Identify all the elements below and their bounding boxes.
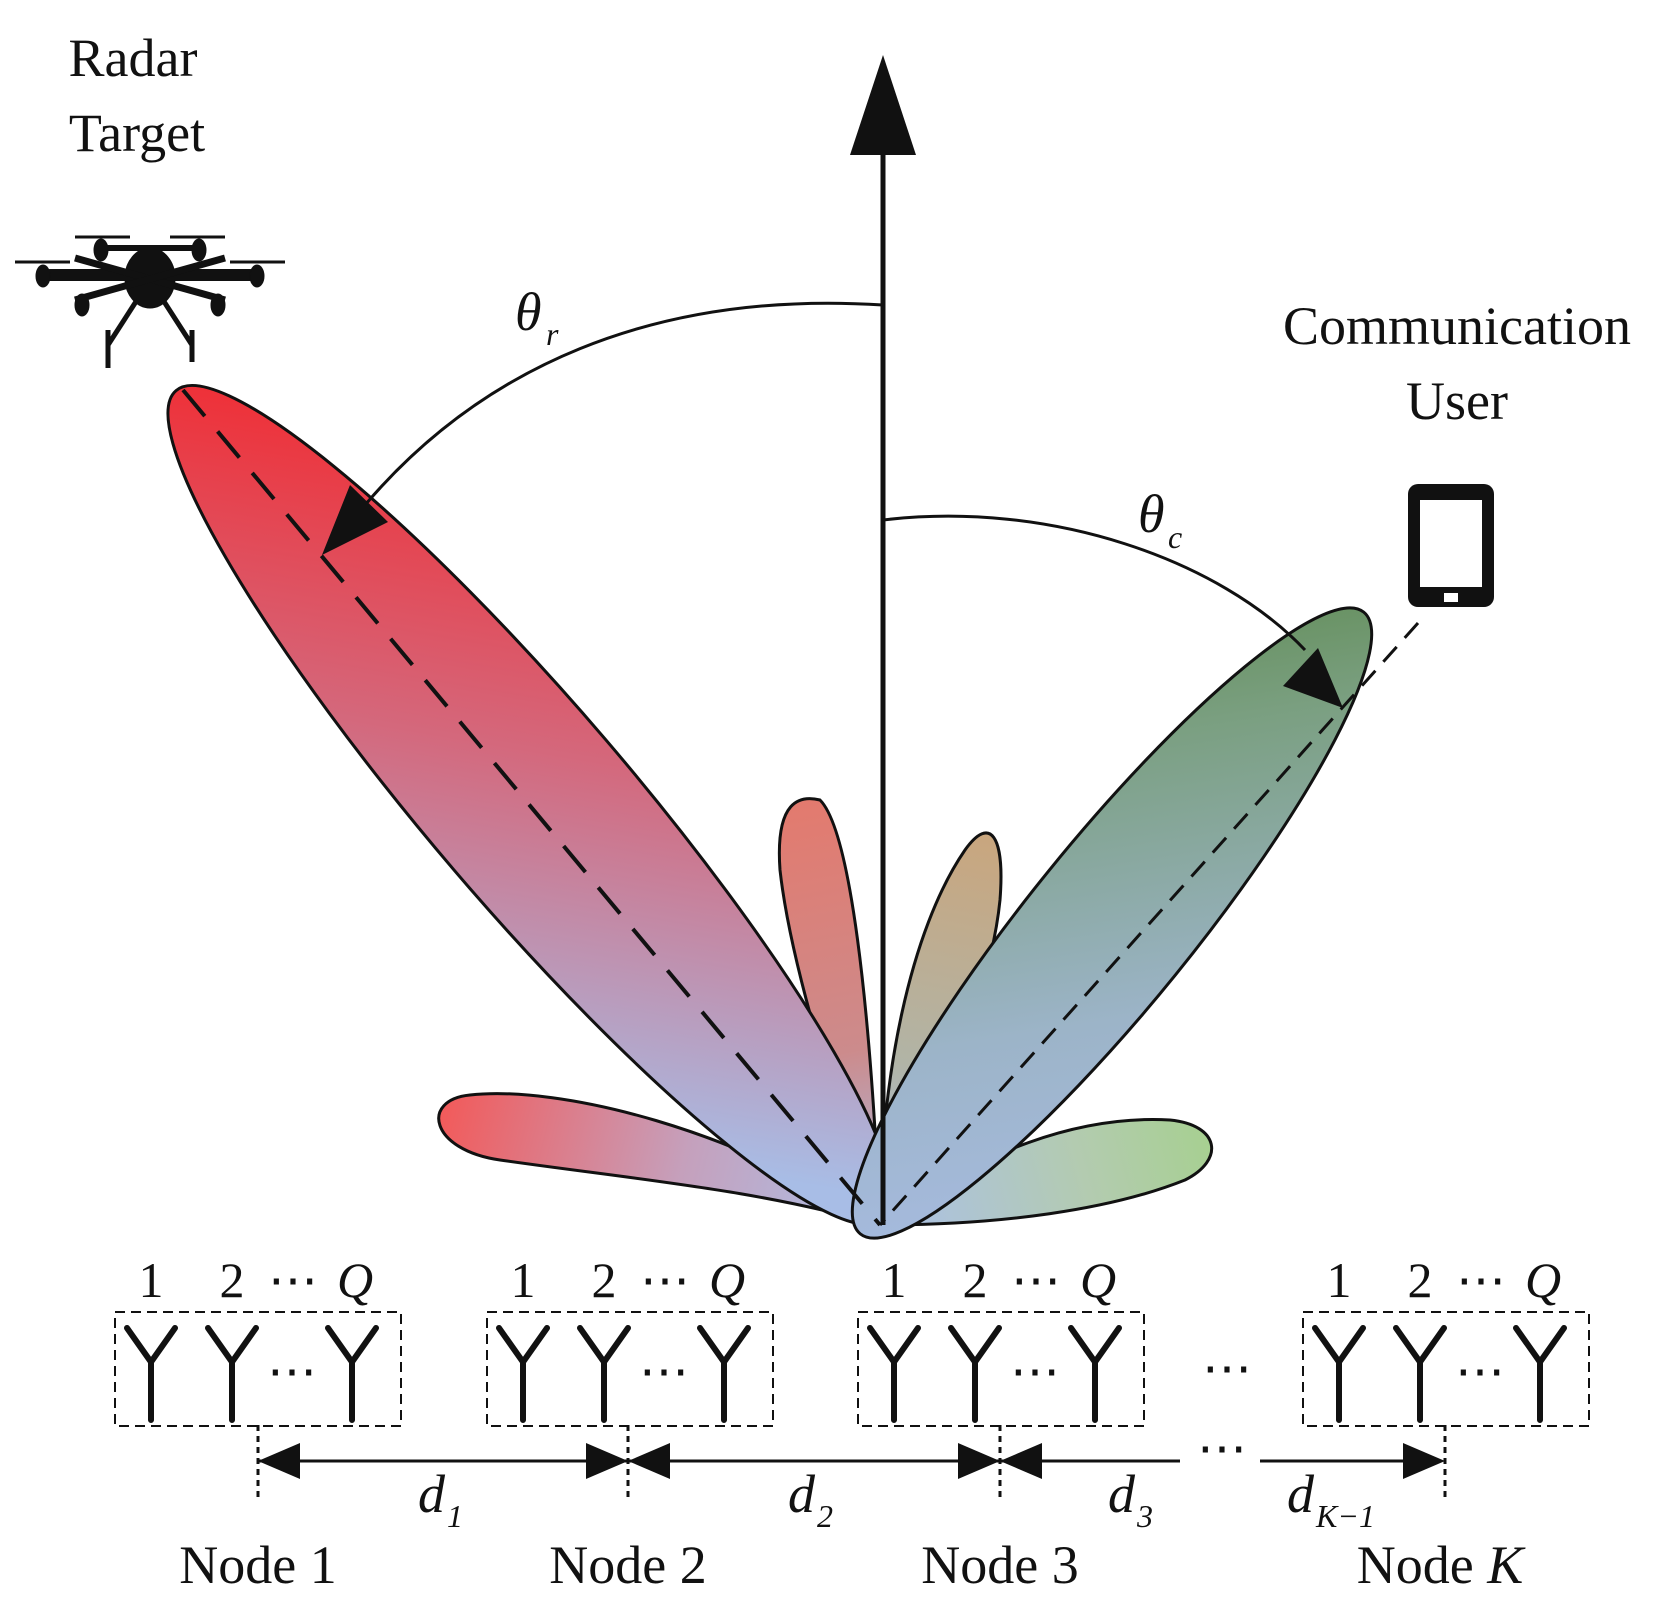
antenna-index-2: 2 bbox=[592, 1252, 617, 1308]
radar-beam-axis bbox=[181, 388, 882, 1227]
node-gap-dots: ⋯ bbox=[1202, 1340, 1252, 1396]
theta-c-symbol: θ bbox=[1138, 484, 1165, 544]
array-inner-dots: ⋯ bbox=[267, 1343, 317, 1399]
comm-label-line2: User bbox=[1406, 371, 1508, 431]
d1-sub: 1 bbox=[447, 1498, 463, 1534]
antenna-icon bbox=[1393, 1325, 1447, 1423]
antenna-index-1: 1 bbox=[882, 1252, 907, 1308]
array-box bbox=[486, 1311, 774, 1427]
radar-target-label: Radar Target bbox=[69, 28, 206, 163]
d2-sub: 2 bbox=[817, 1498, 833, 1534]
d1-base: d bbox=[418, 1464, 446, 1524]
theta-c-subscript: c bbox=[1168, 519, 1182, 555]
array-box bbox=[857, 1311, 1145, 1427]
antenna-index-1: 1 bbox=[1327, 1252, 1352, 1308]
up-arrow-icon bbox=[850, 55, 916, 155]
distance-labels: d 1 d 2 d 3 d K−1 bbox=[418, 1464, 1375, 1534]
node-1-label: Node 1 bbox=[179, 1535, 336, 1595]
theta-r-arc bbox=[363, 301, 884, 506]
antenna-index-q: Q bbox=[709, 1252, 745, 1308]
antenna-index-q: Q bbox=[337, 1252, 373, 1308]
node-labels: Node 1 Node 2 Node 3 Node K bbox=[179, 1535, 1526, 1595]
array-inner-dots: ⋯ bbox=[639, 1343, 689, 1399]
antenna-index-dots: ⋯ bbox=[640, 1252, 690, 1308]
d2-base: d bbox=[788, 1464, 816, 1524]
antenna-index-2: 2 bbox=[220, 1252, 245, 1308]
distance-gap-dots: ⋯ bbox=[1197, 1420, 1247, 1476]
antenna-index-2: 2 bbox=[1408, 1252, 1433, 1308]
array-inner-dots: ⋯ bbox=[1455, 1343, 1505, 1399]
boresight-axis bbox=[850, 55, 916, 1225]
radar-label-line2: Target bbox=[69, 103, 205, 163]
beampattern bbox=[166, 384, 1420, 1240]
antenna-icon bbox=[577, 1325, 631, 1423]
array-box bbox=[1302, 1311, 1590, 1427]
dk-sub: K−1 bbox=[1315, 1498, 1375, 1534]
comm-user-label: Communication User bbox=[1283, 296, 1631, 431]
antenna-index-dots: ⋯ bbox=[1456, 1252, 1506, 1308]
d3-base: d bbox=[1108, 1464, 1136, 1524]
antenna-icon bbox=[124, 1325, 178, 1423]
antenna-index-dots: ⋯ bbox=[268, 1252, 318, 1308]
radar-label-line1: Radar bbox=[69, 28, 198, 88]
node-k-symbol: K bbox=[1486, 1535, 1526, 1595]
antenna-icon bbox=[1068, 1325, 1122, 1423]
theta-r-label: θ r bbox=[515, 282, 559, 352]
theta-c-arrowhead bbox=[1283, 648, 1343, 708]
tablet-icon bbox=[1408, 484, 1494, 607]
antenna-index-dots: ⋯ bbox=[1011, 1252, 1061, 1308]
angle-arcs bbox=[322, 301, 1343, 708]
comm-label-line1: Communication bbox=[1283, 296, 1631, 356]
node-k-label: Node K bbox=[1357, 1535, 1526, 1595]
antenna-icon bbox=[697, 1325, 751, 1423]
distance-markers: ⋯ bbox=[256, 1420, 1447, 1500]
node-3-label: Node 3 bbox=[921, 1535, 1078, 1595]
antenna-icon bbox=[1513, 1325, 1567, 1423]
antenna-icon bbox=[496, 1325, 550, 1423]
node-k-prefix: Node bbox=[1357, 1535, 1487, 1595]
drone-icon bbox=[15, 235, 285, 368]
theta-r-symbol: θ bbox=[515, 282, 542, 342]
array-inner-dots: ⋯ bbox=[1010, 1343, 1060, 1399]
theta-c-label: θ c bbox=[1138, 484, 1182, 555]
comm-beam-axis bbox=[878, 622, 1420, 1226]
theta-c-arc bbox=[882, 514, 1307, 652]
antenna-index-q: Q bbox=[1080, 1252, 1116, 1308]
antenna-icon bbox=[948, 1325, 1002, 1423]
antenna-icon bbox=[325, 1325, 379, 1423]
antenna-icon bbox=[1312, 1325, 1366, 1423]
antenna-index-2: 2 bbox=[963, 1252, 988, 1308]
array-box bbox=[114, 1311, 402, 1427]
antenna-index-1: 1 bbox=[139, 1252, 164, 1308]
antenna-icon bbox=[205, 1325, 259, 1423]
side-lobe-left bbox=[437, 1092, 881, 1227]
theta-r-arrowhead bbox=[322, 485, 388, 555]
dk-base: d bbox=[1287, 1464, 1315, 1524]
node-2-label: Node 2 bbox=[549, 1535, 706, 1595]
antenna-icon bbox=[867, 1325, 921, 1423]
main-lobe-comm bbox=[850, 606, 1374, 1240]
antenna-index-1: 1 bbox=[511, 1252, 536, 1308]
d3-sub: 3 bbox=[1136, 1498, 1153, 1534]
theta-r-subscript: r bbox=[546, 316, 559, 352]
antenna-index-q: Q bbox=[1525, 1252, 1561, 1308]
